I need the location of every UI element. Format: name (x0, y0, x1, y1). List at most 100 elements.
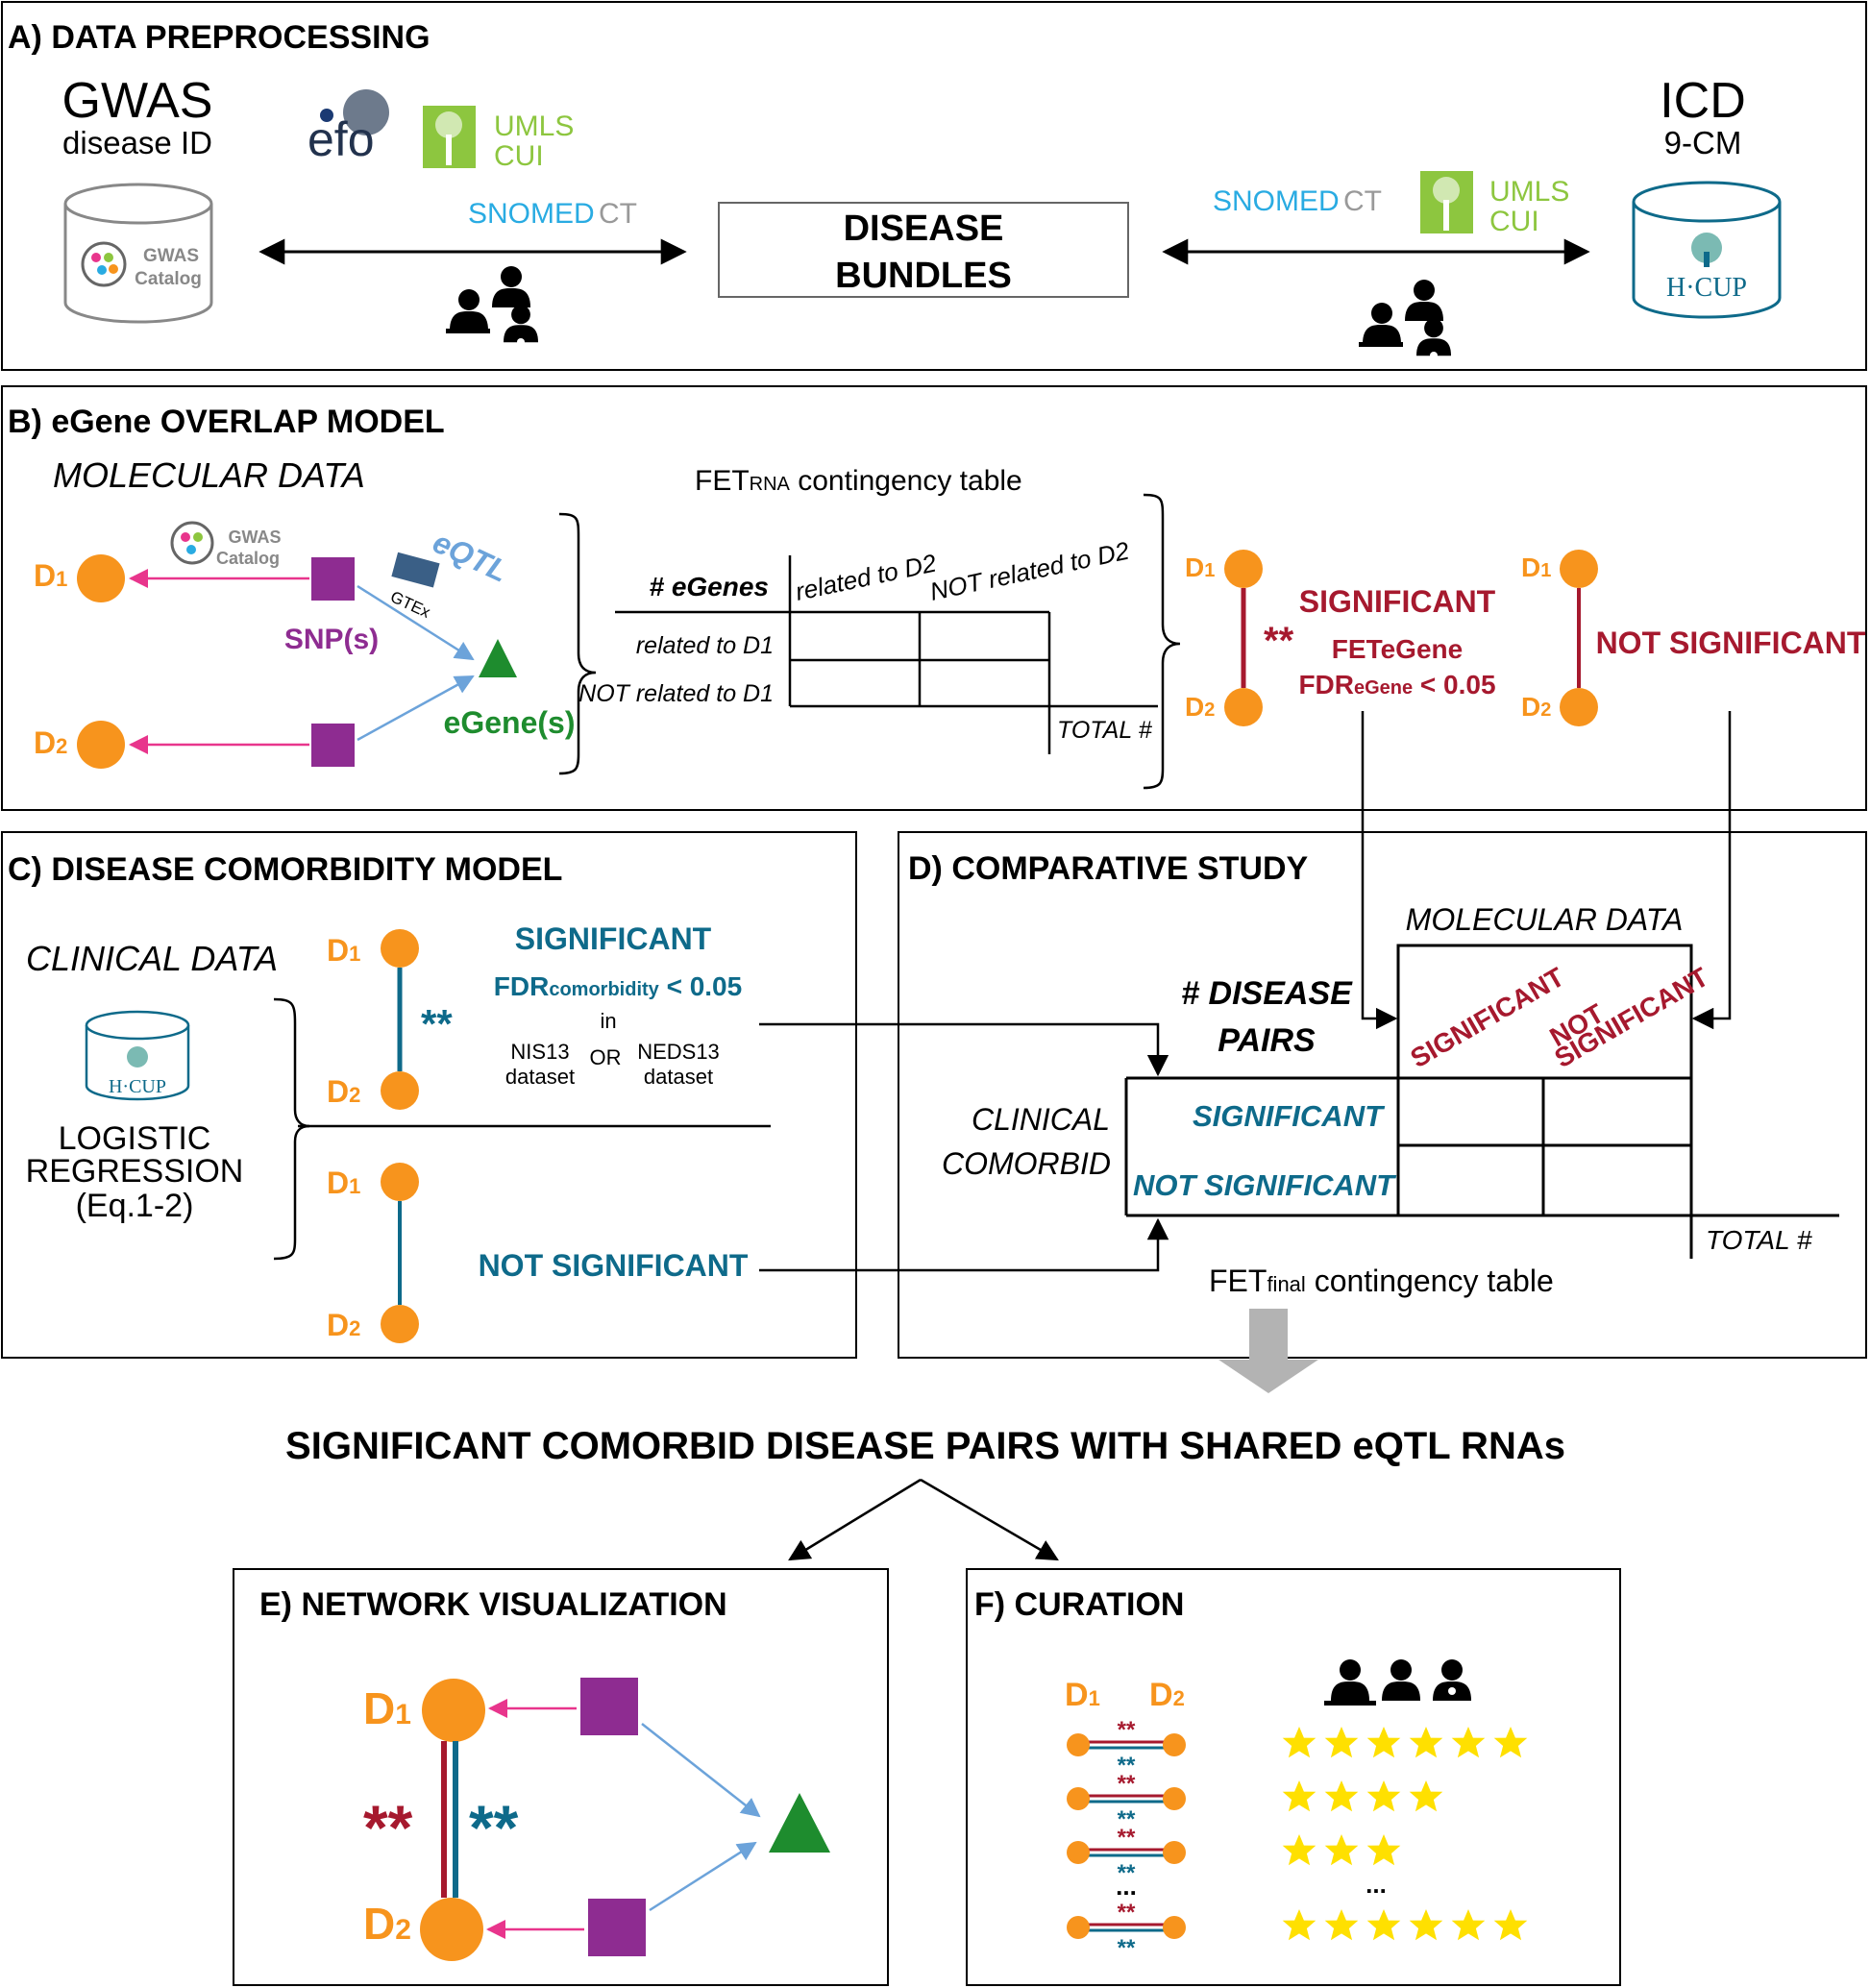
efo-logo: efo (308, 89, 389, 166)
d2-label-b-not: D2 (1521, 692, 1551, 722)
curated-pair: **** (1067, 1825, 1186, 1886)
star-icon (1282, 1909, 1316, 1941)
disease-bundles-box (718, 202, 1129, 298)
section-e: E) NETWORK VISUALIZATION D1 D2 ** ** (233, 1568, 889, 1986)
clinical-d-2: COMORBID (942, 1146, 1111, 1181)
logistic-line-1: LOGISTIC (59, 1120, 211, 1157)
star-icon (1366, 1834, 1401, 1866)
section-f-title: F) CURATION (974, 1586, 1184, 1623)
star-icon (1324, 1834, 1359, 1866)
hcup-database-small-icon: H·CUP (85, 1010, 190, 1101)
star-icon (1493, 1727, 1528, 1758)
arrow-to-f (920, 1478, 1059, 1561)
row-not-related-d1: NOT related to D1 (578, 680, 774, 707)
gwas-subtitle: disease ID (62, 125, 212, 160)
not-significant-c: NOT SIGNIFICANT (479, 1248, 749, 1283)
clinical-d-1: CLINICAL (972, 1102, 1110, 1137)
d1-label-c-sig: D1 (327, 933, 360, 968)
stars-red-f: ** (1118, 1900, 1136, 1926)
d1-label-b-sig: D1 (1185, 552, 1215, 582)
brace-b-left (558, 512, 597, 775)
section-b-title: B) eGene OVERLAP MODEL (8, 404, 445, 440)
star-icon (1366, 1909, 1401, 1941)
section-e-title: E) NETWORK VISUALIZATION (259, 1586, 727, 1623)
star-icon (1324, 1780, 1359, 1812)
stars-red-f: ** (1118, 1825, 1136, 1851)
d1-label-b: D1 (34, 558, 67, 593)
ratings-ellipsis: ... (1366, 1870, 1387, 1899)
stars-red-f: ** (1118, 1717, 1136, 1743)
d1-label-e: D1 (363, 1683, 411, 1733)
eqtl-label: eQTL (428, 525, 513, 589)
snp-node-2 (311, 724, 355, 767)
icd-title: ICD (1660, 73, 1746, 129)
col-significant-d: SIGNIFICANT (1406, 962, 1569, 1073)
stars-red-f: ** (1118, 1771, 1136, 1797)
curators-icon-2 (1359, 280, 1451, 359)
snomed-ct-2: CT (1343, 185, 1382, 217)
stars-blue-f: ** (1118, 1806, 1136, 1832)
brace-b-right (1143, 493, 1181, 790)
fdr-comorbidity-label: FDRcomorbidity < 0.05 (494, 971, 742, 1001)
row-significant-d: SIGNIFICANT (1193, 1099, 1386, 1133)
star-icon (1451, 1727, 1486, 1758)
col-related-d2: related to D2 (793, 548, 939, 605)
cui-label-1: CUI (494, 140, 544, 172)
neds-label-2: dataset (644, 1065, 713, 1089)
section-c-title: C) DISEASE COMORBIDITY MODEL (8, 851, 562, 888)
brace-c (273, 997, 310, 1261)
d2-label-b: D2 (34, 725, 67, 760)
fet-rna-title: FETRNA contingency table (695, 465, 1022, 497)
neds-label-1: NEDS13 (637, 1040, 720, 1064)
gwas-database-icon: GWAS Catalog (63, 183, 213, 324)
star-icon (1409, 1909, 1443, 1941)
significant-b: SIGNIFICANT (1299, 584, 1496, 619)
total-label-d: TOTAL # (1706, 1225, 1812, 1255)
nis-label-1: NIS13 (510, 1040, 569, 1064)
efo-label: efo (308, 112, 375, 166)
stars-blue-f: ** (1118, 1753, 1136, 1779)
pairs-ellipsis: ... (1116, 1872, 1137, 1901)
gwas-db-label-1: GWAS (143, 246, 199, 266)
section-d-title: D) COMPARATIVE STUDY (908, 850, 1309, 887)
section-a: A) DATA PREPROCESSING GWAS disease ID GW… (1, 1, 1867, 371)
disease-pairs-line-1: # DISEASE (1181, 975, 1353, 1012)
section-d: D) COMPARATIVE STUDY MOLECULAR DATA # DI… (898, 831, 1867, 1359)
gwas-small-label-1: GWAS (228, 528, 281, 547)
not-significant-b: NOT SIGNIFICANT (1596, 626, 1866, 660)
curated-pair: ** ** (1067, 1717, 1186, 1779)
d2-node-b (77, 721, 125, 769)
star-icon (1409, 1780, 1443, 1812)
cui-label-2: CUI (1489, 206, 1539, 237)
svg-text:GTEx: GTEx (387, 587, 433, 622)
rating-row (1282, 1834, 1401, 1866)
arrow-to-e (788, 1478, 922, 1561)
umls-tree-icon-2: UMLS CUI (1420, 171, 1569, 237)
bundles-line-2: BUNDLES (835, 256, 1012, 296)
hcup-label-a: H·CUP (1666, 273, 1747, 303)
curators-icon-1 (446, 266, 538, 346)
star-icon (1282, 1780, 1316, 1812)
rating-stars (1282, 1727, 1528, 1941)
d2-label-b-sig: D2 (1185, 692, 1215, 722)
disease-pairs-line-2: PAIRS (1218, 1022, 1316, 1059)
stars-blue-f: ** (1118, 1935, 1136, 1961)
umls-label-1: UMLS (494, 110, 574, 142)
d1-label-b-not: D1 (1521, 552, 1551, 582)
fetegene-label: FETeGene (1332, 634, 1463, 664)
stars-red-e: ** (363, 1792, 413, 1863)
in-label: in (600, 1009, 616, 1033)
hcup-label-c: H·CUP (109, 1076, 166, 1097)
stars-blue-e: ** (469, 1792, 519, 1863)
total-label-b: TOTAL # (1057, 717, 1153, 744)
logistic-line-3: (Eq.1-2) (76, 1188, 194, 1224)
star-icon (1324, 1909, 1359, 1941)
gwas-title: GWAS (62, 73, 213, 129)
d2-label-c-not: D2 (327, 1308, 360, 1342)
hcup-database-icon: H·CUP (1632, 181, 1782, 319)
egenes-label: eGene(s) (444, 705, 576, 740)
curated-pair: ** ** (1067, 1771, 1186, 1832)
significant-c: SIGNIFICANT (515, 921, 712, 956)
section-a-title: A) DATA PREPROCESSING (8, 19, 431, 56)
stars-c: ** (421, 1001, 453, 1046)
